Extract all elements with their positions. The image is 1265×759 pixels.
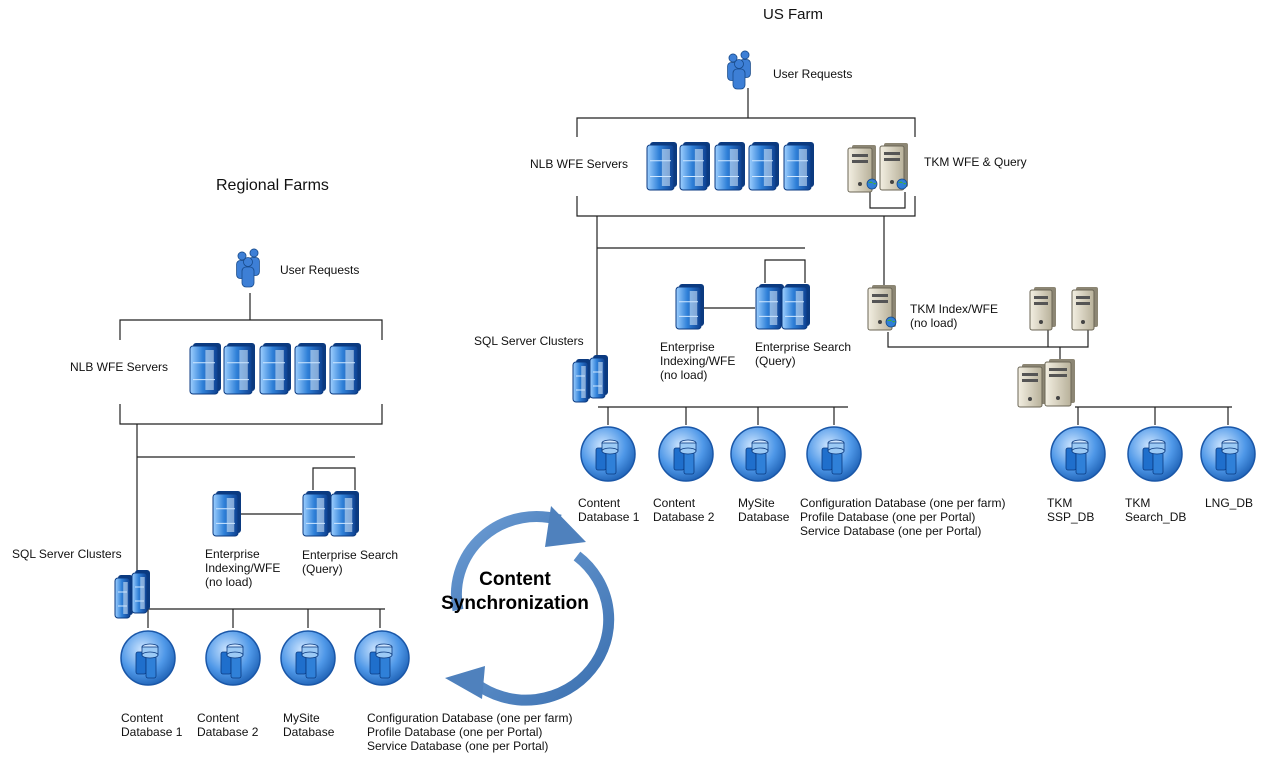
us-nlb-wfe-server-icon-3: [714, 142, 745, 191]
us-farm-title: US Farm: [763, 6, 823, 23]
tkm-db-label-ssp: TKM SSP_DB: [1047, 496, 1095, 524]
us-tkm-index-wfe-label: TKM Index/WFE (no load): [910, 302, 999, 330]
us-tkm-wfe-globe-icon-1: [866, 178, 878, 190]
regional-connectors: [119, 293, 385, 628]
tkm-db-icon-lng: [1200, 426, 1256, 482]
us-tkm-wfe-server-icon-2: [879, 143, 908, 191]
us-enterprise-search-server-icon-1: [755, 284, 784, 330]
us-db-label-mysite: MySite Database: [738, 496, 790, 524]
us-tkm-wfe-server-icon-1: [847, 145, 876, 193]
us-nlb-wfe-servers-label: NLB WFE Servers: [530, 157, 629, 171]
regional-nlb-wfe-server-icon-2: [223, 343, 255, 395]
us-tkm-index-globe-icon: [885, 316, 897, 328]
regional-enterprise-search-server-icon-1: [302, 491, 331, 537]
us-enterprise-search-server-icon-2: [781, 284, 810, 330]
us-tkm-wfe-globe-icon-2: [896, 178, 908, 190]
content-synchronization-label: Content Synchronization: [441, 569, 589, 614]
us-tkm-cluster-icon-1: [1017, 364, 1046, 408]
us-sql-cluster-icon-2: [589, 355, 608, 399]
regional-nlb-wfe-server-icon-4: [294, 343, 326, 395]
us-db-icon-config: [806, 426, 862, 482]
regional-db-icon-mysite: [280, 630, 336, 686]
regional-sql-cluster-icon-2: [131, 570, 150, 614]
regional-db-label-content-1: Content Database 1: [121, 711, 183, 739]
regional-db-label-content-2: Content Database 2: [197, 711, 259, 739]
regional-nlb-wfe-server-icon-1: [189, 343, 221, 395]
regional-db-label-mysite: MySite Database: [283, 711, 335, 739]
sync-arrows: [445, 506, 615, 706]
us-db-label-config: Configuration Database (one per farm) Pr…: [800, 496, 1006, 538]
us-tkm-wfe-query-label: TKM WFE & Query: [924, 155, 1027, 169]
tkm-db-label-lng: LNG_DB: [1205, 496, 1254, 510]
tkm-db-label-search: TKM Search_DB: [1125, 496, 1187, 524]
us-db-icon-content-2: [658, 426, 714, 482]
us-tkm-index-server-icon: [867, 285, 896, 331]
regional-nlb-wfe-server-icon-3: [259, 343, 291, 395]
regional-sql-server-clusters-label: SQL Server Clusters: [12, 547, 122, 561]
us-db-label-content-1: Content Database 1: [578, 496, 640, 524]
regional-db-label-config: Configuration Database (one per farm) Pr…: [367, 711, 573, 753]
us-enterprise-indexing-label: Enterprise Indexing/WFE (no load): [660, 340, 736, 382]
regional-farms-title: Regional Farms: [216, 177, 329, 194]
us-sql-cluster-icon-1: [572, 359, 591, 403]
regional-db-icon-content-2: [205, 630, 261, 686]
regional-sql-cluster-icon-1: [114, 575, 133, 619]
us-db-icon-content-1: [580, 426, 636, 482]
regional-nlb-wfe-servers-label: NLB WFE Servers: [70, 360, 169, 374]
regional-enterprise-indexing-label: Enterprise Indexing/WFE (no load): [205, 547, 281, 589]
regional-enterprise-search-label: Enterprise Search (Query): [302, 548, 399, 576]
regional-user-requests-label: User Requests: [280, 263, 360, 277]
us-farm-connectors: [576, 88, 1232, 425]
tkm-db-icon-search: [1127, 426, 1183, 482]
regional-nlb-wfe-server-icon-5: [329, 343, 361, 395]
us-nlb-wfe-server-icon-5: [783, 142, 814, 191]
regional-db-icon-config: [354, 630, 410, 686]
us-enterprise-indexing-server-icon: [675, 284, 704, 330]
regional-db-icon-content-1: [120, 630, 176, 686]
tkm-db-icon-ssp: [1050, 426, 1106, 482]
regional-enterprise-search-server-icon-2: [330, 491, 359, 537]
us-nlb-wfe-server-icon-1: [646, 142, 677, 191]
us-nlb-wfe-server-icon-4: [748, 142, 779, 191]
us-db-icon-mysite: [730, 426, 786, 482]
regional-user-requests-icon: [236, 248, 260, 288]
us-tkm-cluster-icon-2: [1044, 359, 1075, 407]
us-enterprise-search-label: Enterprise Search (Query): [755, 340, 852, 368]
us-db-label-content-2: Content Database 2: [653, 496, 715, 524]
us-nlb-wfe-server-icon-2: [679, 142, 710, 191]
us-user-requests-label: User Requests: [773, 67, 853, 81]
us-tkm-server-icon-1: [1029, 287, 1056, 331]
us-tkm-server-icon-2: [1071, 287, 1098, 331]
regional-enterprise-indexing-server-icon: [212, 491, 241, 537]
us-user-requests-icon: [727, 50, 751, 90]
us-sql-server-clusters-label: SQL Server Clusters: [474, 334, 584, 348]
